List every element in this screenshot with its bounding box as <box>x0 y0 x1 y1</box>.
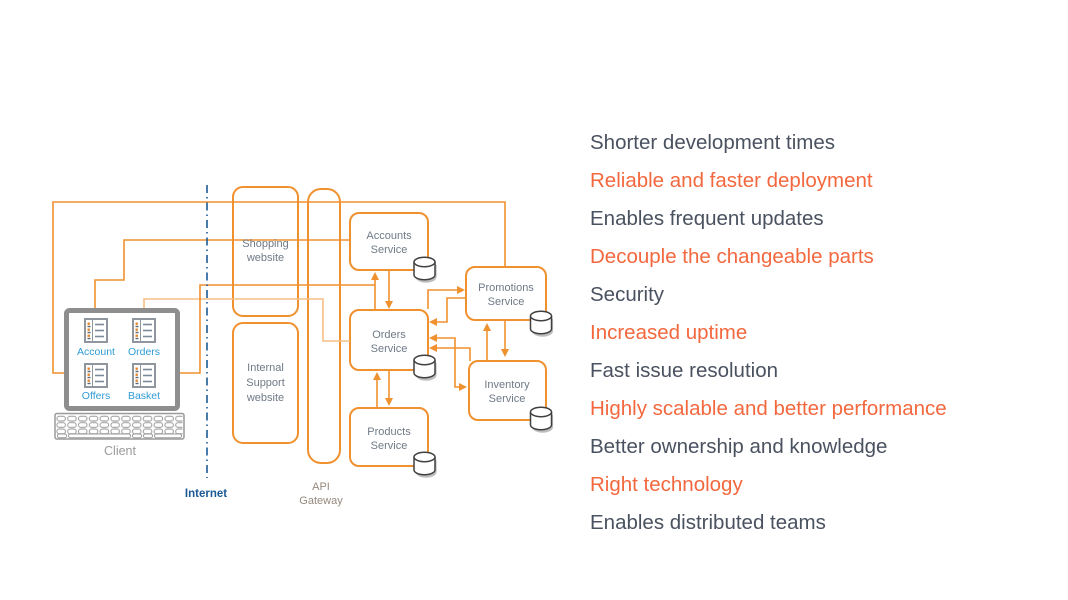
benefit-item: Reliable and faster deployment <box>590 169 873 192</box>
products-service-node <box>349 407 429 467</box>
benefit-item: Right technology <box>590 473 743 496</box>
internal-website-label: Internal <box>247 362 284 374</box>
internal-website-label: website <box>246 392 284 404</box>
orders-service-label: Orders <box>372 329 406 341</box>
database-icons <box>413 256 554 478</box>
api-gateway-label: API <box>312 481 330 493</box>
api-gateway-label: Gateway <box>299 495 343 507</box>
benefit-item: Decouple the changeable parts <box>590 245 874 268</box>
arrowhead-into-orders-bottom <box>373 372 381 380</box>
account-feature-label: Account <box>77 346 115 358</box>
connector-orders-inventory <box>437 337 461 388</box>
arrowhead-into-orders-right-1 <box>429 318 437 326</box>
arrowhead-into-accounts <box>371 272 379 280</box>
benefit-item: Enables frequent updates <box>590 207 824 230</box>
arrowhead-into-orders-right-2 <box>429 334 437 342</box>
arrowhead-into-products <box>385 398 393 406</box>
benefit-item: Security <box>590 283 665 306</box>
arrowhead-into-inventory-left <box>459 383 467 391</box>
api-gateway-node <box>307 188 341 464</box>
internal-support-website-node <box>232 322 299 444</box>
promotions-service-label: Service <box>488 296 525 308</box>
connector-offers-promotions <box>52 201 506 374</box>
offers-list-icon <box>84 363 108 388</box>
benefit-item: Better ownership and knowledge <box>590 435 888 458</box>
arrowhead-into-orders-right-3 <box>429 344 437 352</box>
benefit-item: Highly scalable and better performance <box>590 397 947 420</box>
connector-basket-services <box>166 284 375 374</box>
arrowhead-into-promotions-left <box>457 286 465 294</box>
orders-feature-label: Orders <box>128 346 160 358</box>
basket-feature-label: Basket <box>128 390 160 402</box>
arrowhead-into-promotions-bottom <box>483 323 491 331</box>
orders-database-icon <box>413 354 437 381</box>
promotions-service-node <box>465 266 547 321</box>
client-feature-icons <box>84 318 156 388</box>
shopping-website-node <box>232 186 299 317</box>
promotions-service-label: Promotions <box>478 282 534 294</box>
orders-list-icon <box>132 318 156 343</box>
accounts-service-node <box>349 212 429 271</box>
benefits-list: Shorter development times Reliable and f… <box>590 124 1060 542</box>
benefit-item: Shorter development times <box>590 131 835 154</box>
architecture-diagram: Shopping website Internal Support websit… <box>52 185 554 507</box>
client-label: Client <box>104 444 136 458</box>
account-list-icon <box>84 318 108 343</box>
inventory-service-label: Service <box>489 393 526 405</box>
internet-label: Internet <box>185 488 227 500</box>
products-database-icon <box>413 451 437 478</box>
inventory-database-icon <box>529 406 554 433</box>
accounts-database-icon <box>413 256 437 283</box>
shopping-website-label: Shopping <box>242 238 289 250</box>
products-service-label: Service <box>371 440 408 452</box>
accounts-service-label: Service <box>371 244 408 256</box>
internal-website-label: Support <box>246 377 285 389</box>
arrowhead-into-inventory-top <box>501 349 509 357</box>
inventory-service-label: Inventory <box>484 379 530 391</box>
arrowhead-into-orders-top <box>385 301 393 309</box>
shopping-website-label: website <box>246 252 284 264</box>
inventory-service-node <box>468 360 547 421</box>
connector-orders-icon-orders-service <box>143 298 350 342</box>
orders-service-node <box>349 309 429 371</box>
orders-service-label: Service <box>371 343 408 355</box>
offers-feature-label: Offers <box>82 390 110 402</box>
products-service-label: Products <box>367 426 411 438</box>
promotions-database-icon <box>529 310 554 337</box>
benefit-item: Fast issue resolution <box>590 359 779 382</box>
connector-orders-to-promotions <box>427 289 458 309</box>
connector-account-accounts-service <box>94 239 350 310</box>
connector-promotions-to-orders <box>436 297 466 323</box>
benefit-item: Increased uptime <box>590 321 748 344</box>
benefit-item: Enables distributed teams <box>590 511 826 534</box>
basket-list-icon <box>132 363 156 388</box>
connector-inventory-to-orders <box>436 347 471 361</box>
accounts-service-label: Accounts <box>366 230 412 242</box>
keyboard-icon <box>54 412 185 440</box>
